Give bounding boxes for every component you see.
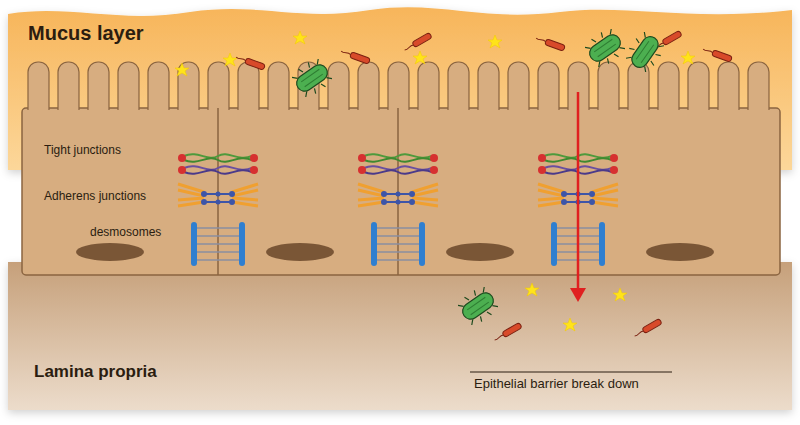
- region-label: Mucus layer: [28, 22, 144, 45]
- structure-label: Adherens junctions: [44, 190, 146, 204]
- caption-label: Epithelial barrier break down: [474, 377, 639, 392]
- region-label: Lamina propria: [34, 362, 157, 382]
- structure-label: desmosomes: [90, 226, 161, 240]
- structure-label: Tight junctions: [44, 144, 121, 158]
